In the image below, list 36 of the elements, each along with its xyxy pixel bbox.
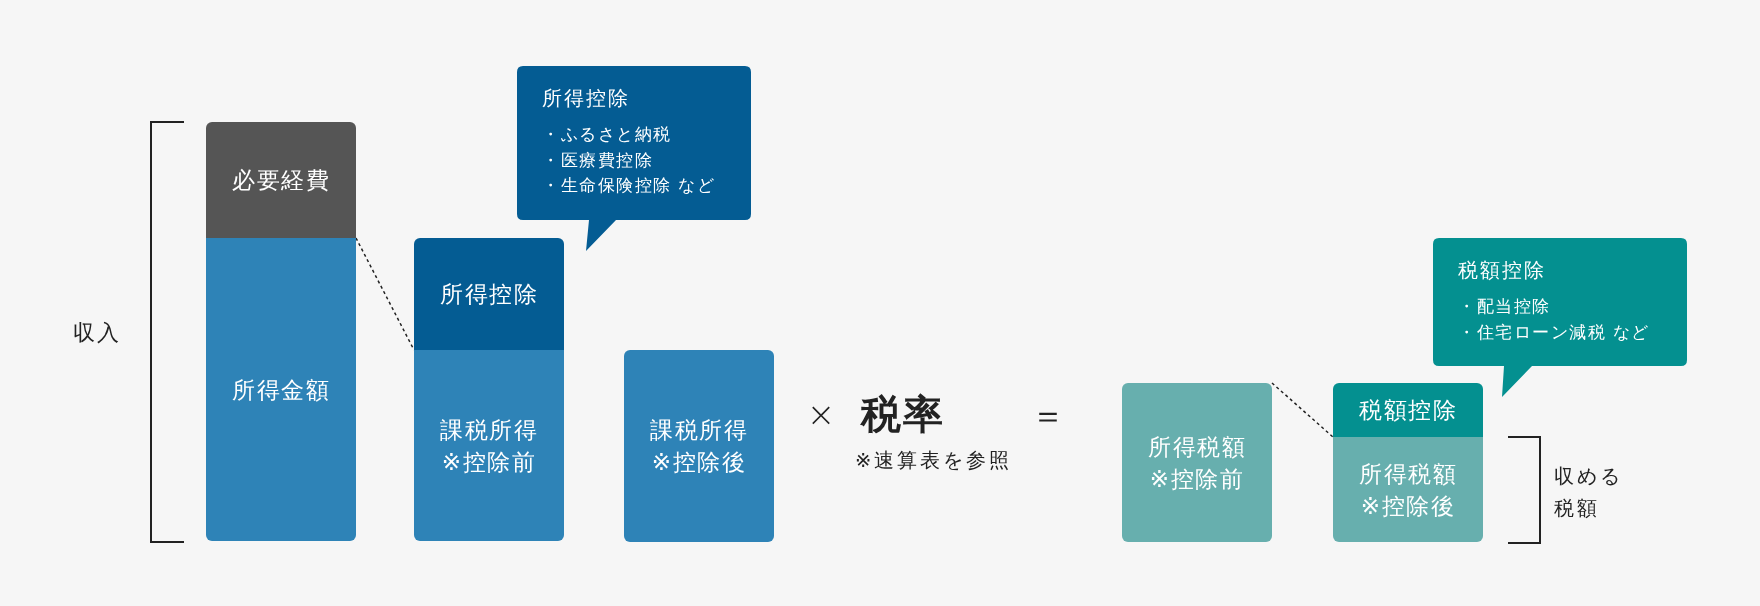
- segment-label: 必要経費: [232, 166, 330, 195]
- segment-label: 所得金額: [232, 375, 330, 405]
- bar-segment: [206, 238, 356, 541]
- bracket-label: 収入: [73, 319, 121, 347]
- bubble-title: 税額控除: [1458, 257, 1546, 283]
- bullet-item: ・配当控除: [1458, 296, 1551, 318]
- bar-segment: [414, 238, 564, 350]
- segment-label: 所得税額: [1359, 459, 1457, 489]
- bar-segment: [414, 350, 564, 541]
- value-box: [1122, 383, 1272, 542]
- speech-bubble: [517, 66, 751, 251]
- equals-sign: ＝: [1031, 395, 1065, 435]
- segment-label: 税額控除: [1359, 396, 1457, 425]
- note-text: ※速算表を参照: [855, 448, 1013, 474]
- value-box: [624, 350, 774, 542]
- bullet-item: ・医療費控除: [542, 149, 653, 172]
- bar-segment: [1333, 383, 1483, 437]
- bullet-item: ・生命保険控除 など: [542, 175, 716, 197]
- bracket-label: 収める税額: [1554, 463, 1624, 522]
- tax-rate-label: 税率: [861, 390, 945, 438]
- segment-label: 所得税額: [1148, 432, 1246, 462]
- footnote-label: ※控除後: [1360, 491, 1456, 521]
- bullet-item: ・住宅ローン減税 など: [1458, 321, 1650, 344]
- footnote-label: ※控除後: [651, 448, 747, 477]
- dotted-guide-line: [1271, 382, 1334, 438]
- segment-label: 課税所得: [650, 416, 748, 445]
- footnote-label: ※控除前: [1149, 464, 1245, 494]
- bullet-item: ・ふるさと納税: [542, 124, 672, 146]
- segment-label: 所得控除: [440, 280, 538, 309]
- bar-segment: [206, 122, 356, 238]
- speech-bubble: [1433, 238, 1687, 397]
- multiply-sign: ×: [806, 394, 836, 434]
- footnote-label: ※控除前: [441, 447, 537, 477]
- segment-label: 課税所得: [440, 415, 538, 445]
- bubble-title: 所得控除: [542, 85, 630, 111]
- bar-segment: [1333, 437, 1483, 542]
